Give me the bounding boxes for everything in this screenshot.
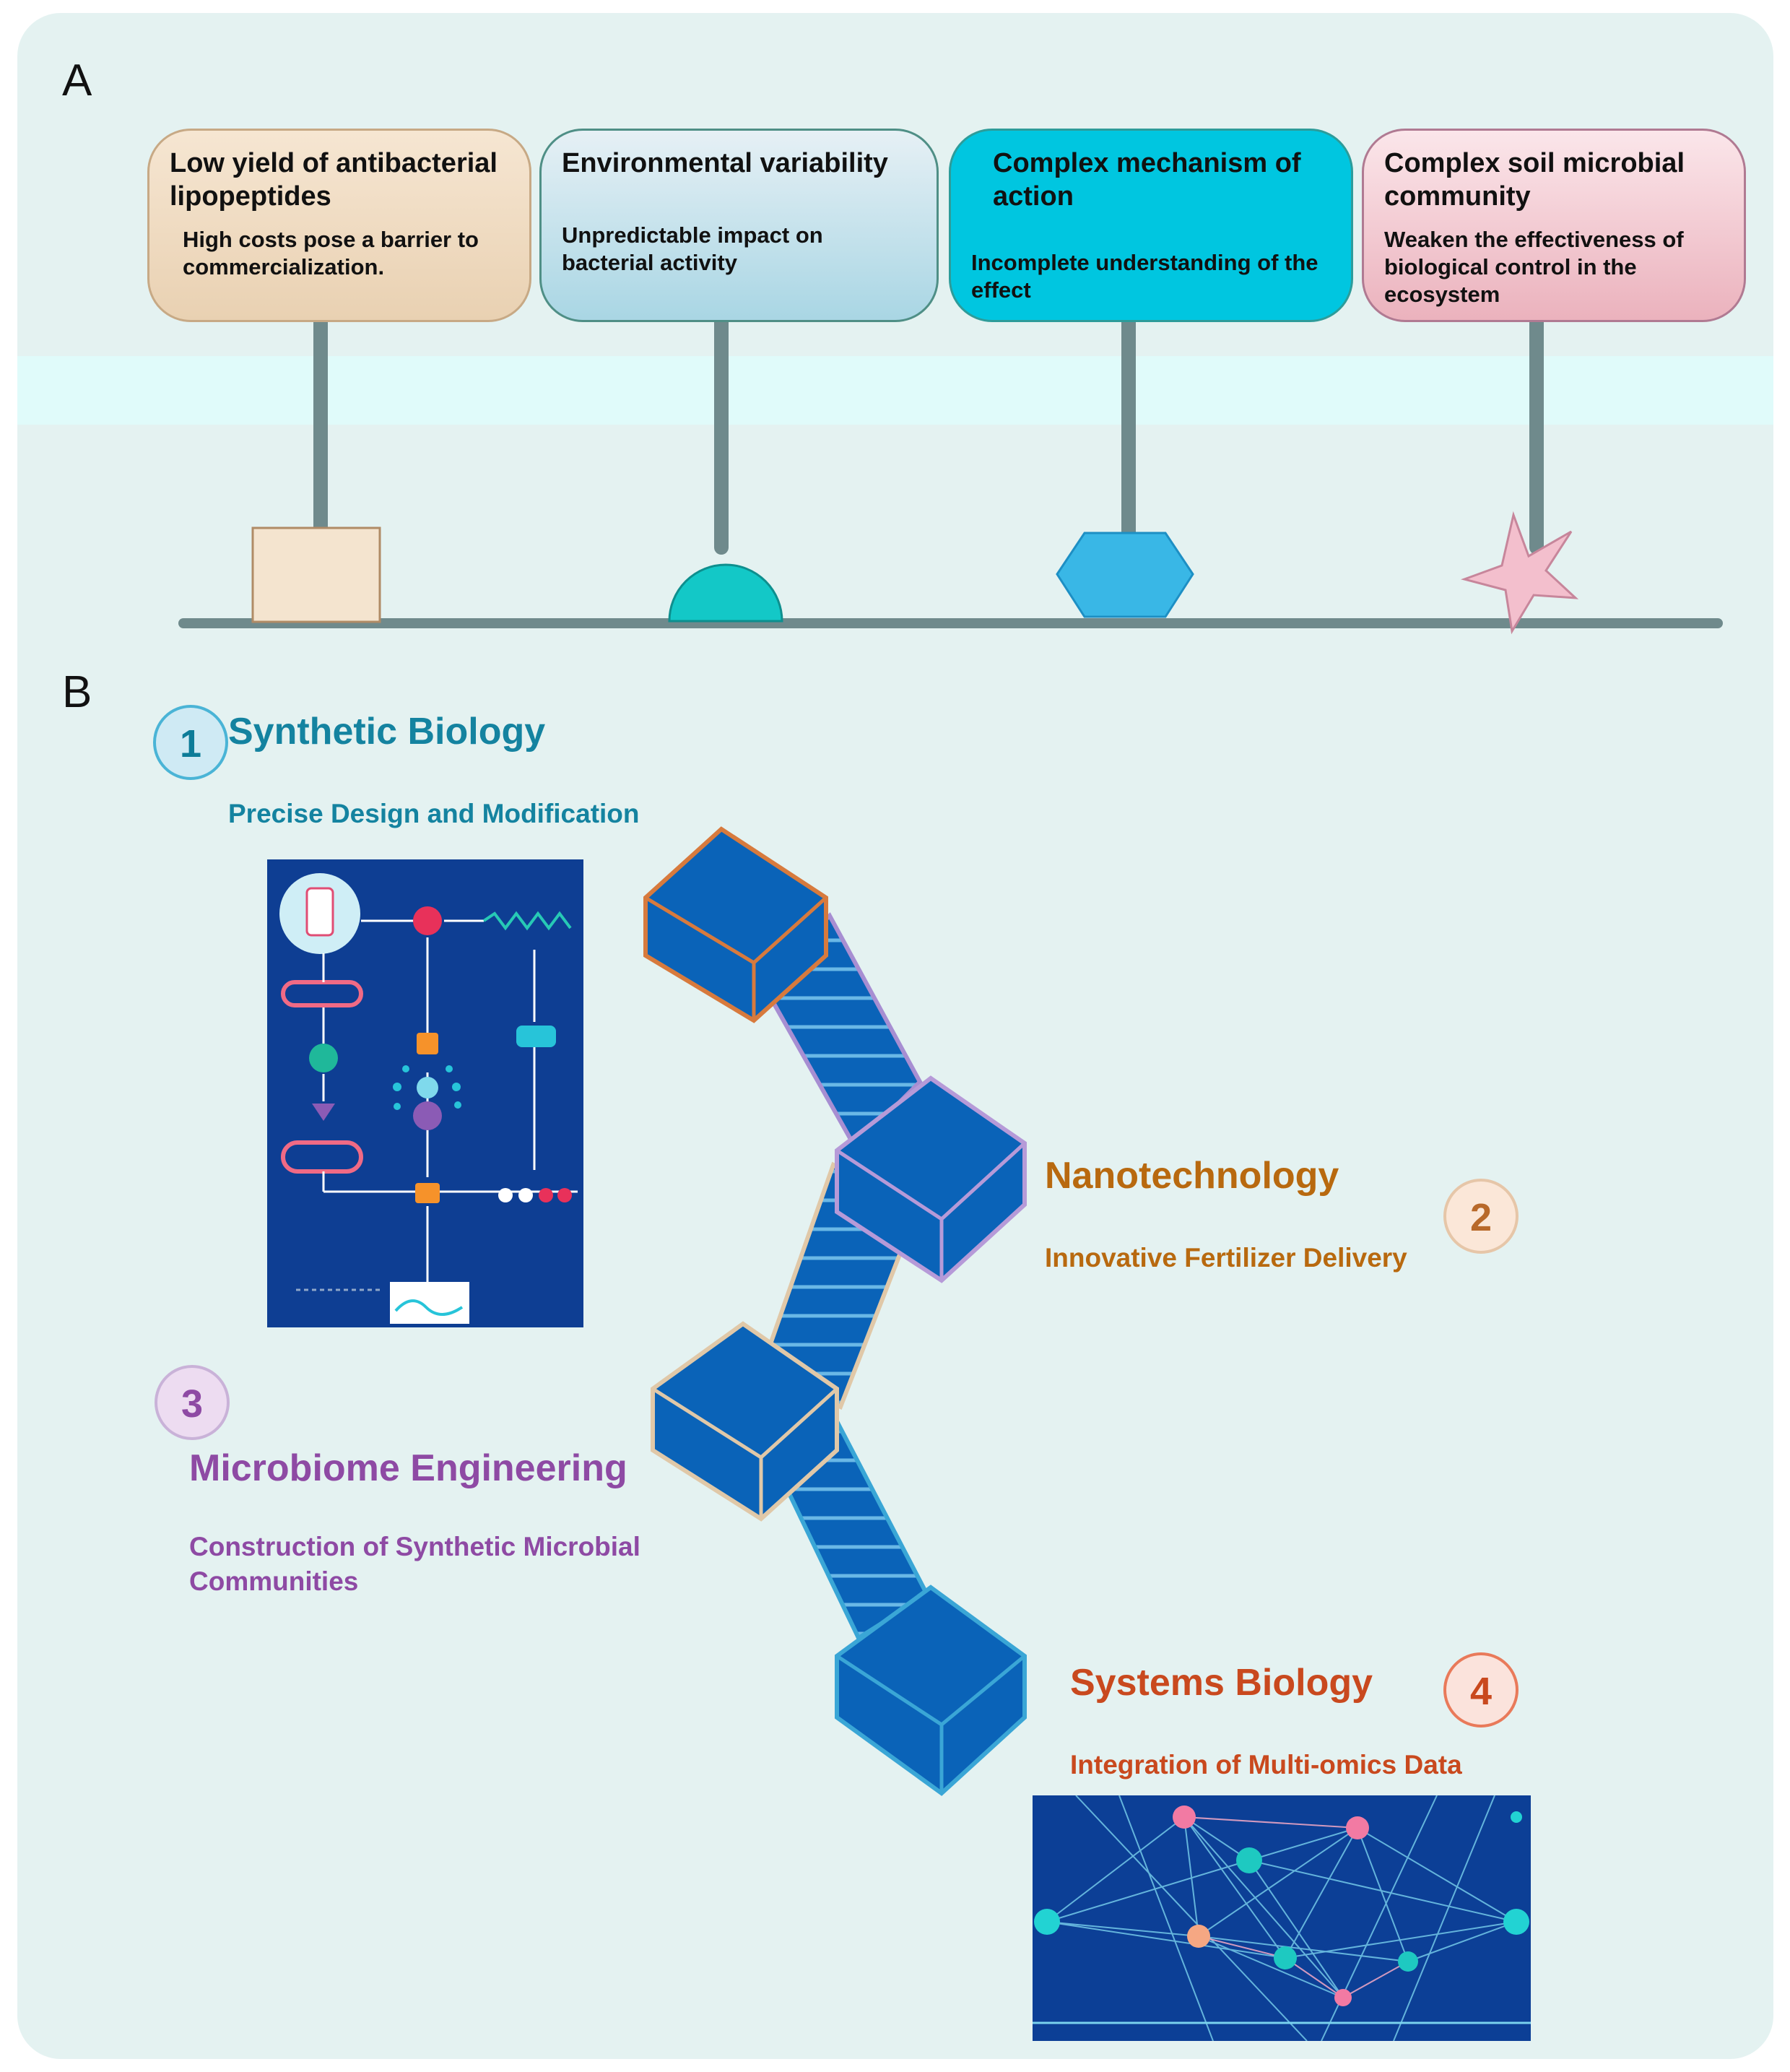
challenge-detail: Incomplete understanding of the effect — [971, 250, 1318, 303]
challenge-title: Complex mechanism of action — [993, 148, 1301, 212]
strategy-title-2: Nanotechnology — [1045, 1155, 1339, 1197]
step-number-1: 1 — [153, 705, 228, 780]
strategy-subtitle-3: Construction of Synthetic Microbial Comm… — [189, 1532, 640, 1596]
figure-panel: A Low yield of antibacterial lipopeptide… — [17, 13, 1773, 2059]
strategy-title-3: Microbiome Engineering — [189, 1447, 627, 1489]
step-number-4: 4 — [1443, 1652, 1519, 1728]
pathway-diagram-image — [267, 859, 583, 1327]
star-shape — [1460, 511, 1579, 635]
challenge-title: Environmental variability — [562, 148, 888, 178]
step-number-3: 3 — [155, 1365, 230, 1440]
challenge-box-soil: Complex soil microbial community Weaken … — [1362, 129, 1746, 322]
hexagon-shape — [1056, 532, 1194, 618]
challenge-title: Complex soil microbial community — [1384, 148, 1685, 212]
timeline-connectors — [178, 309, 1723, 635]
square-shape — [251, 526, 381, 623]
strategy-subtitle-4: Integration of Multi-omics Data — [1070, 1750, 1462, 1780]
strategy-subtitle-1: Precise Design and Modification — [228, 799, 640, 828]
challenge-detail: Unpredictable impact on bacterial activi… — [562, 222, 823, 275]
circle-shape — [668, 563, 783, 623]
strategy-title-4: Systems Biology — [1070, 1662, 1373, 1704]
block-1 — [643, 826, 828, 1023]
network-image — [1033, 1795, 1531, 2041]
block-2 — [835, 1075, 1027, 1283]
challenge-detail: High costs pose a barrier to commerciali… — [183, 227, 479, 279]
highlight-band — [17, 356, 1773, 425]
challenge-title: Low yield of antibacterial lipopeptides — [170, 148, 498, 212]
block-4 — [835, 1585, 1027, 1796]
staircase-blocks — [643, 826, 1027, 1796]
strategy-title-1: Synthetic Biology — [228, 711, 546, 753]
step-number-2: 2 — [1443, 1179, 1519, 1254]
challenge-detail: Weaken the effectiveness of biological c… — [1384, 227, 1684, 307]
challenge-box-environment: Environmental variability Unpredictable … — [539, 129, 939, 322]
challenge-box-yield: Low yield of antibacterial lipopeptides … — [147, 129, 531, 322]
panel-label-b: B — [62, 667, 92, 717]
panel-label-a: A — [62, 56, 92, 105]
block-3 — [651, 1321, 839, 1522]
strategy-subtitle-2: Innovative Fertilizer Delivery — [1045, 1243, 1407, 1273]
challenge-box-mechanism: Complex mechanism of action Incomplete u… — [949, 129, 1353, 322]
